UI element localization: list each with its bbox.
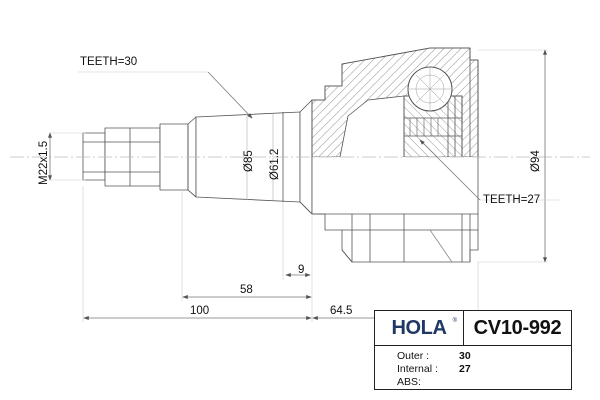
diameter-61-label: Ø61.2 [269,148,281,180]
dim-58-label: 58 [240,284,253,296]
spec-label: ABS: [397,376,421,388]
brand-name: HOLA [391,317,447,339]
diameter-94-label: Ø94 [530,150,542,172]
part-number-cell: CV10-992 [464,311,571,345]
teeth-inner-label: TEETH=27 [483,194,541,206]
dim-64-5-label: 64.5 [330,305,353,317]
teeth-outer-label: TEETH=30 [80,56,138,68]
spec-value [449,376,459,389]
spec-value: 30 [459,350,471,362]
spec-label: Outer : [397,350,430,362]
trademark-symbol: ® [452,318,457,324]
spec-row: ABS: [397,376,571,389]
spec-row: Internal : 27 [397,363,571,376]
spec-row: Outer : 30 [397,350,571,363]
thread-label: M22x1.5 [38,140,50,185]
spec-label: Internal : [397,363,438,375]
diameter-85-label: Ø85 [243,150,255,172]
spec-value: 27 [459,363,471,375]
brand-logo: HOLA ® [375,311,464,345]
info-box-header: HOLA ® CV10-992 [375,311,571,346]
dim-100-label: 100 [190,305,210,317]
part-number: CV10-992 [473,316,562,339]
dim-9-label: 9 [298,264,305,276]
